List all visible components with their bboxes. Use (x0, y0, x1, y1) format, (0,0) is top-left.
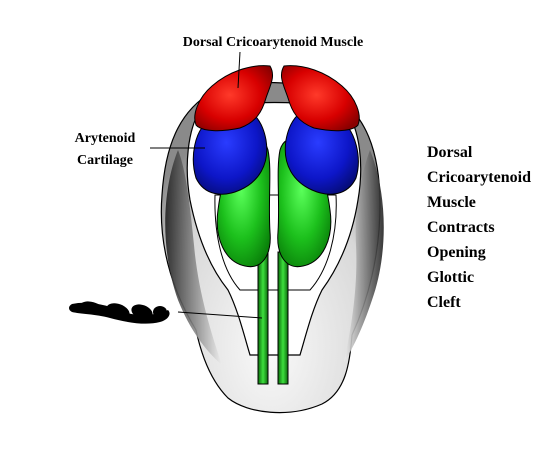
caption-line: Muscle (427, 194, 476, 211)
label-arytenoid-line1: Arytenoid (75, 131, 136, 146)
caption-line: Contracts (427, 219, 495, 236)
caption-line: Dorsal (427, 144, 473, 161)
caption-line: Glottic (427, 269, 475, 286)
right-dorsal-cricoarytenoid-muscle (281, 65, 360, 132)
larynx-right-shadow (344, 150, 384, 362)
larynx-left-shadow (165, 150, 222, 365)
label-arytenoid-line2: Cartilage (77, 153, 133, 168)
label-dorsal-cricoarytenoid-muscle: Dorsal Cricoarytenoid Muscle (183, 35, 363, 50)
scribble-leader (177, 311, 263, 319)
side-caption: Dorsal Cricoarytenoid Muscle Contracts O… (427, 140, 547, 315)
caption-line: Opening (427, 244, 486, 261)
top-label-leader (237, 51, 241, 89)
caption-line: Cleft (427, 294, 461, 311)
black-scribble-mark (69, 301, 170, 324)
right-vocal-fold (277, 251, 289, 385)
left-dorsal-cricoarytenoid-muscle (194, 65, 273, 132)
caption-line: Cricoarytenoid (427, 169, 531, 186)
